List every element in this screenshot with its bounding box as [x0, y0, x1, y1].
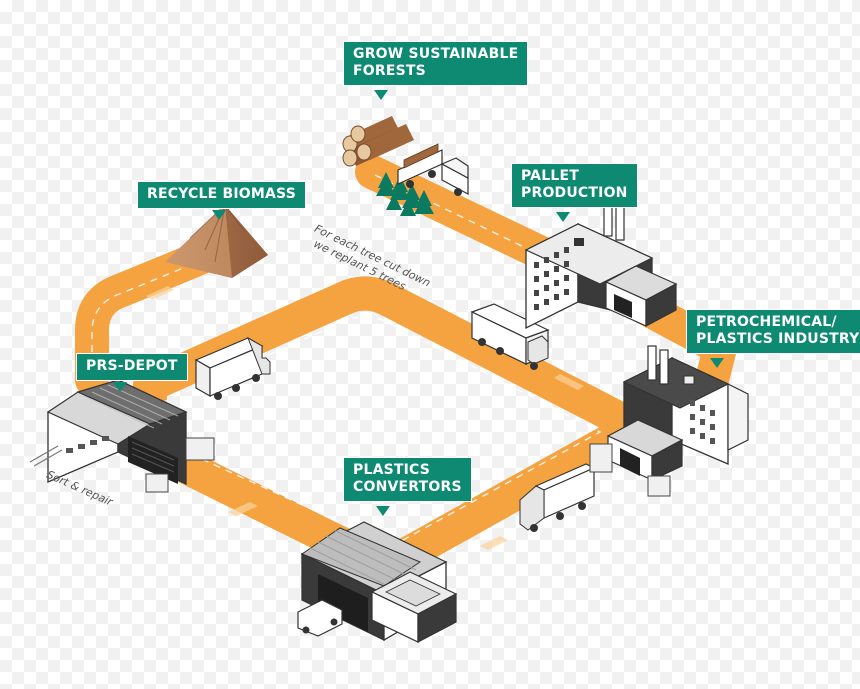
- truck-left: [194, 336, 271, 400]
- truck-top-right: [470, 303, 550, 370]
- label-plastics-convertors: PLASTICS CONVERTORS: [343, 457, 472, 502]
- road-biomass-centerline: [91, 261, 199, 378]
- tree-group: [376, 172, 434, 216]
- label-convertors-line2: CONVERTORS: [353, 479, 462, 495]
- label-petrochemical: PETROCHEMICAL/ PLASTICS INDUSTRY: [686, 309, 860, 354]
- label-convertors-tail: [376, 506, 390, 516]
- road-loop: [123, 276, 644, 579]
- log-pile: [342, 116, 414, 167]
- label-petro-line1: PETROCHEMICAL/: [696, 314, 837, 330]
- label-grow-forests-line1: GROW SUSTAINABLE: [353, 46, 519, 62]
- label-grow-forests: GROW SUSTAINABLE FORESTS: [343, 41, 529, 86]
- convertors-building: [297, 521, 458, 643]
- pallet-factory: [524, 195, 678, 330]
- log-truck: [397, 143, 469, 196]
- label-pallet-line1: PALLET: [521, 168, 579, 184]
- truck-bottom-right: [519, 463, 596, 532]
- biomass-pile: [165, 204, 268, 278]
- label-grow-forests-line2: FORESTS: [353, 63, 426, 79]
- label-depot-line1: PRS-DEPOT: [86, 358, 178, 374]
- label-biomass-line1: RECYCLE BIOMASS: [147, 186, 296, 202]
- label-petro-tail: [710, 358, 724, 368]
- label-recycle-biomass: RECYCLE BIOMASS: [137, 181, 306, 209]
- label-prs-depot: PRS-DEPOT: [76, 353, 188, 381]
- label-grow-forests-tail: [374, 90, 388, 100]
- label-pallet-tail: [556, 212, 570, 222]
- label-pallet-production: PALLET PRODUCTION: [511, 163, 638, 208]
- prs-depot-building: [29, 378, 215, 493]
- road-biomass: [75, 241, 217, 397]
- road-loop-centerline: [149, 315, 602, 547]
- road-shadow-marks: [146, 286, 584, 550]
- label-depot-tail: [113, 382, 127, 392]
- label-pallet-line2: PRODUCTION: [521, 185, 628, 201]
- label-biomass-tail: [212, 210, 226, 220]
- petrochemical-plant: [589, 345, 749, 497]
- label-convertors-line1: PLASTICS: [353, 462, 431, 478]
- label-petro-line2: PLASTICS INDUSTRY: [696, 331, 860, 347]
